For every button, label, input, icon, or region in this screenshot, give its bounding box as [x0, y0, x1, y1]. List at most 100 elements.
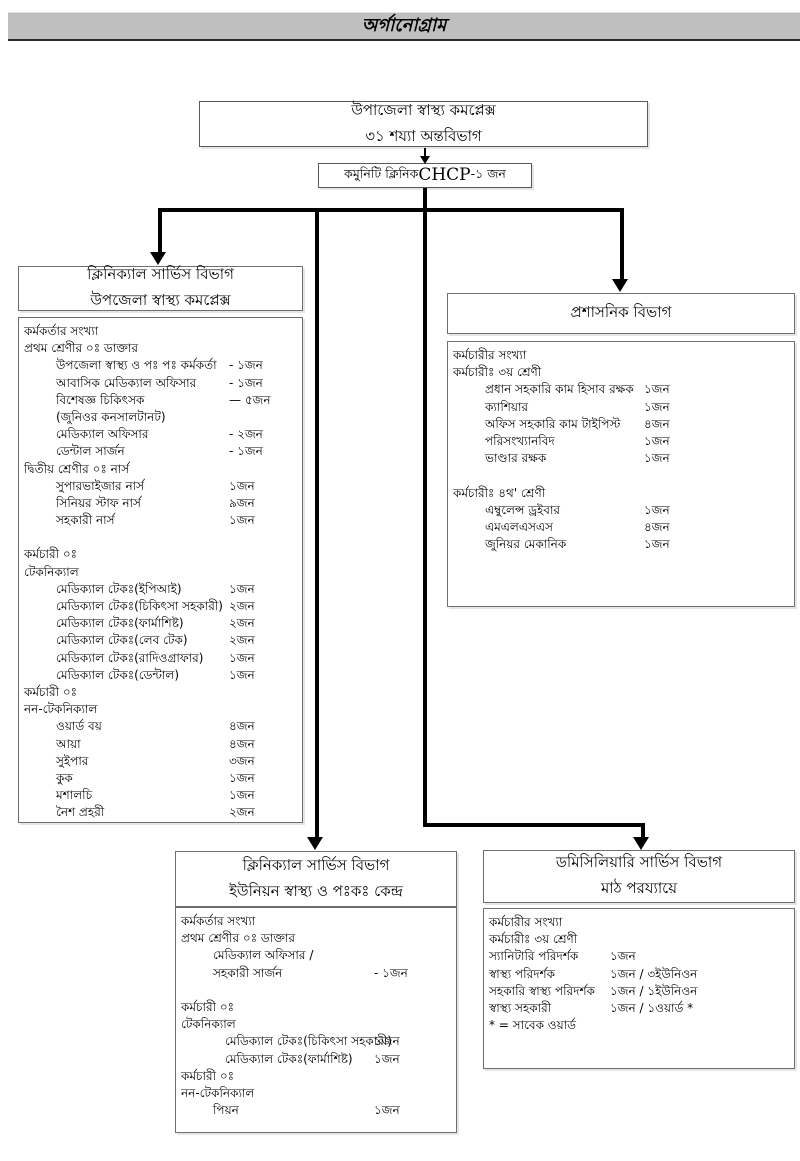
staff-row: বিশেষজ্ঞ চিকিৎসক— ৫জন	[19, 392, 302, 409]
staff-row: কর্মচারীঃ ৩য় শ্রেণী	[484, 931, 794, 948]
staff-row-count: ২জন	[229, 599, 255, 613]
staff-row: উপজেলা স্বাস্থ্য ও পঃ পঃ কর্মকর্তা- ১জন	[19, 357, 302, 374]
staff-row-label: স্যানিটারি পরিদর্শক	[489, 949, 579, 964]
staff-row-label: (জুনিওর কনসালটানট)	[56, 409, 166, 424]
staff-row: কর্মচারীর সংখ্যা	[448, 347, 794, 364]
dept-header-clinical-union: ক্লিনিক্যাল সার্ভিস বিভাগ ইউনিয়ন স্বাস্…	[175, 851, 457, 907]
staff-row: কর্মচারীর সংখ্যা	[484, 914, 794, 931]
staff-row-label: কর্মচারী ০ঃ	[181, 1068, 235, 1083]
staff-row: স্যানিটারি পরিদর্শক ১জন	[484, 948, 794, 965]
staff-row: মেডিক্যাল টেকঃ(ডেন্টাল)১জন	[19, 667, 302, 684]
staff-row-label: প্রধান সহকারি কাম হিসাব রক্ষক	[485, 382, 634, 397]
staff-row: স্বাস্থ্য সহকারী১জন / ১ওয়ার্ড *	[484, 1000, 794, 1017]
connector-right-branch	[620, 208, 624, 280]
staff-row-count: ৪জন	[644, 519, 670, 534]
connector-root-to-chcp	[424, 148, 426, 157]
staff-row: নন-টেকনিক্যাল	[176, 1085, 456, 1102]
staff-row-label: কর্মচারী ০ঃ	[181, 999, 235, 1014]
staff-row: টেকনিক্যাল	[176, 1016, 456, 1033]
staff-row: আবাসিক মেডিক্যাল অফিসার- ১জন	[19, 375, 302, 392]
connector-domiciliary-elbow-horizontal	[423, 823, 645, 827]
staff-row-count: ১জন	[229, 650, 255, 665]
staff-row-label: কর্মচারী ০ঃ	[24, 684, 78, 699]
staff-row: ওয়ার্ড বয়৪জন	[19, 718, 302, 735]
staff-row-label: জুনিয়র মেকানিক	[485, 537, 567, 552]
staff-row-label: সুইপার	[56, 753, 89, 768]
root-box-line1: উপাজেলা স্বাস্থ্য কমপ্লেক্স	[351, 100, 496, 119]
staff-row: মেডিক্যাল টেকঃ(চিকিৎসা সহকারী)১জন	[176, 1033, 456, 1050]
staff-row-count: ২জন	[229, 616, 255, 631]
staff-row: ডেন্টাল সার্জন- ১জন	[19, 443, 302, 460]
staff-row-label: সহকারী সার্জন	[213, 965, 283, 980]
spacer-row	[176, 982, 456, 999]
staff-row-label: মেডিক্যাল টেকঃ(লেব টেক)	[56, 633, 188, 648]
staff-row-count: ১জন	[374, 1051, 400, 1066]
connector-branch-bar	[158, 208, 624, 212]
staff-row-label: পিয়ন	[213, 1103, 239, 1118]
connector-left-branch	[158, 208, 162, 253]
staff-row-count: ১জন	[644, 382, 670, 397]
staff-row-label: স্বাস্থ্য পরিদর্শক	[489, 966, 555, 981]
dept-header-administrative: প্রশাসনিক বিভাগ	[447, 293, 795, 334]
staff-row: জুনিয়র মেকানিক ১জন	[448, 536, 794, 553]
arrow-down-icon	[307, 837, 323, 850]
staff-row-count: ২জন	[229, 805, 255, 820]
staff-row-label: প্রথম শ্রেণীর ০ঃ ডাক্তার	[24, 341, 138, 356]
staff-row-label: আবাসিক মেডিক্যাল অফিসার	[56, 375, 197, 390]
staff-row-label: মেডিক্যাল টেকঃ(রাদিওগ্রাফার)	[56, 650, 204, 665]
staff-row-label: কর্মচারীর সংখ্যা	[489, 915, 563, 929]
dept-staff-list-clinical-upazila: কর্মকর্তার সংখ্যাপ্রথম শ্রেণীর ০ঃ ডাক্তা…	[18, 317, 303, 823]
staff-row: মেডিক্যাল টেকঃ(ফার্মাশিষ্ট)২জন	[19, 615, 302, 632]
arrow-down-icon	[633, 837, 649, 850]
staff-row: আয়া ৪জন	[19, 736, 302, 753]
staff-row: কর্মকর্তার সংখ্যা	[176, 913, 456, 930]
staff-row-count: ১জন	[229, 581, 255, 596]
staff-row: প্রধান সহকারি কাম হিসাব রক্ষক ১জন	[448, 381, 794, 398]
staff-row-count: ১জন	[610, 949, 636, 964]
staff-row-label: মেডিক্যাল টেকঃ(ইপিআই)	[56, 581, 182, 596]
staff-row-count: ১জন	[644, 537, 670, 552]
staff-row: মেডিক্যাল টেকঃ(রাদিওগ্রাফার) ১জন	[19, 650, 302, 667]
staff-row-label: সহকারী নার্স	[56, 513, 115, 528]
staff-row-count: ১জন / ১ইউনিওন	[610, 983, 698, 998]
staff-row: কর্মচারী ০ঃ	[19, 546, 302, 563]
dept-header-domiciliary: ডমিসিলিয়ারি সার্ভিস বিভাগ মাঠ পরয্যায়ে	[483, 850, 795, 903]
spacer-row	[19, 529, 302, 546]
staff-row: মেডিক্যাল অফিসার- ২জন	[19, 426, 302, 443]
staff-row: * = সাবেক ওয়ার্ড	[484, 1017, 794, 1034]
arrow-down-icon	[420, 156, 430, 164]
staff-row: মেডিক্যাল টেকঃ(চিকিৎসা সহকারী)২জন	[19, 598, 302, 615]
dept-header-line1: ডমিসিলিয়ারি সার্ভিস বিভাগ	[555, 853, 723, 871]
staff-row-label: আয়া	[56, 736, 81, 751]
dept-header-line2: মাঠ পরয্যায়ে	[600, 879, 678, 897]
staff-row-count: ৩জন	[229, 753, 255, 768]
staff-row: প্রথম শ্রেণীর ০ঃ ডাক্তার	[19, 340, 302, 357]
staff-row-label: বিশেষজ্ঞ চিকিৎসক	[56, 392, 145, 407]
staff-row: কর্মচারী ০ঃ	[19, 684, 302, 701]
staff-row: দ্বিতীয় শ্রেণীর ০ঃ নার্স	[19, 461, 302, 478]
staff-row-label: কর্মচারীঃ ৩য় শ্রেণী	[489, 932, 578, 947]
staff-row-count: ৪জন	[229, 736, 255, 751]
staff-row-count: ৯জন	[229, 495, 255, 510]
chcp-suffix: -১ জন	[470, 165, 506, 181]
staff-row-count: ১জন	[644, 399, 670, 414]
staff-row-count: ১জন	[229, 788, 255, 803]
staff-row: মেডিক্যাল টেকঃ(ইপিআই) ১জন	[19, 581, 302, 598]
staff-row-label: মেডিক্যাল টেকঃ(ফার্মাশিষ্ট)	[225, 1051, 353, 1066]
staff-row: মেডিক্যাল টেকঃ(লেব টেক)২জন	[19, 632, 302, 649]
staff-row-count: ১জন	[229, 478, 255, 493]
staff-row-label: ওয়ার্ড বয়	[56, 719, 102, 734]
staff-row-label: মেডিক্যাল টেকঃ(ডেন্টাল)	[56, 667, 180, 682]
staff-row-label: নন-টেকনিক্যাল	[24, 702, 98, 717]
staff-row-label: এম্বুলেন্স ড্রইবার	[485, 502, 561, 517]
spacer-row	[448, 467, 794, 484]
